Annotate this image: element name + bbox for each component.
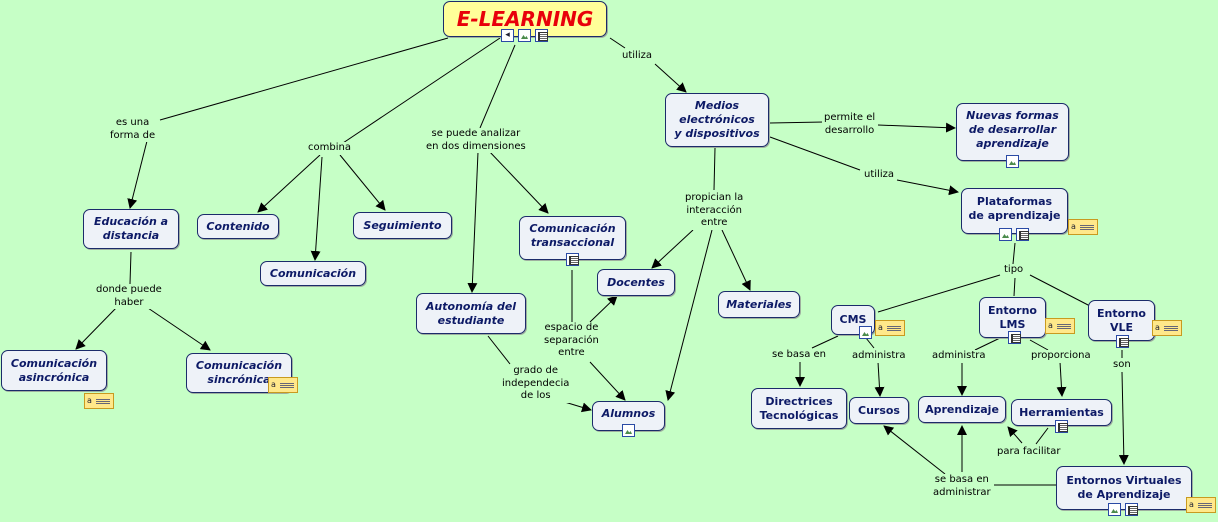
note-icon[interactable]: a — [1186, 497, 1216, 513]
node-docentes[interactable]: Docentes — [597, 269, 675, 296]
node-cms[interactable]: CMS — [831, 305, 875, 335]
link-label-combina: combina — [306, 142, 353, 155]
document-icon[interactable] — [535, 29, 548, 42]
note-icon[interactable]: a — [1068, 219, 1098, 235]
note-icon[interactable]: a — [84, 393, 114, 409]
node-materiales[interactable]: Materiales — [718, 291, 800, 318]
image-icon[interactable] — [1108, 503, 1121, 516]
image-icon[interactable] — [859, 326, 872, 339]
node-aprendizaje[interactable]: Aprendizaje — [918, 396, 1006, 423]
link-label-tipo: tipo — [1002, 264, 1026, 277]
note-icon[interactable]: a — [875, 320, 905, 336]
document-icon[interactable] — [1008, 331, 1021, 344]
document-icon[interactable] — [1125, 503, 1138, 516]
link-label-utiliza: utiliza — [620, 50, 654, 63]
document-icon[interactable] — [566, 253, 579, 266]
document-icon[interactable] — [1016, 228, 1029, 241]
node-cursos[interactable]: Cursos — [849, 397, 909, 424]
link-label-proporciona: proporciona — [1029, 350, 1093, 363]
document-icon[interactable] — [1055, 420, 1068, 433]
link-label-para-facilitar: para facilitar — [995, 446, 1063, 459]
link-label-administra-lms: administra — [930, 350, 988, 363]
node-comunicacion[interactable]: Comunicación — [260, 261, 366, 286]
title-text: E-LEARNING — [456, 6, 594, 31]
link-label-administra-cms: administra — [850, 350, 908, 363]
note-icon[interactable]: a — [268, 377, 298, 393]
node-seguimiento[interactable]: Seguimiento — [353, 212, 452, 239]
note-icon[interactable]: a — [1045, 318, 1075, 334]
link-label-son: son — [1111, 359, 1133, 372]
node-contenido[interactable]: Contenido — [197, 214, 279, 239]
image-icon[interactable] — [1006, 155, 1019, 168]
image-icon[interactable] — [518, 29, 531, 42]
link-label-utiliza-2: utiliza — [862, 169, 896, 182]
node-alumnos[interactable]: Alumnos — [592, 401, 665, 431]
image-icon[interactable] — [622, 424, 635, 437]
link-label-se-basa-en: se basa en — [770, 349, 829, 362]
image-icon[interactable] — [999, 228, 1012, 241]
sound-icon[interactable]: ◂ — [501, 29, 514, 42]
note-icon[interactable]: a — [1152, 320, 1182, 336]
document-icon[interactable] — [1116, 335, 1129, 348]
